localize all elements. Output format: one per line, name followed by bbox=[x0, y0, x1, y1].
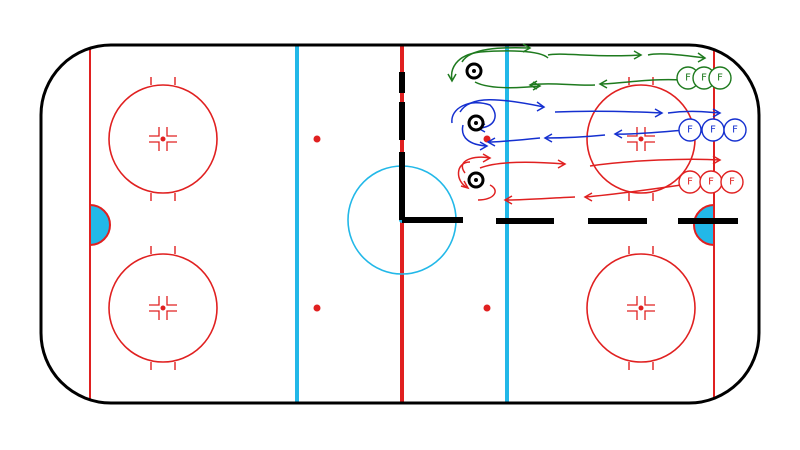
goal-crease-right bbox=[693, 203, 715, 247]
faceoff-circle bbox=[108, 246, 218, 370]
faceoff-dot-icon bbox=[638, 136, 644, 142]
player-label: F bbox=[685, 73, 691, 84]
faceoff-dot-icon bbox=[160, 136, 166, 142]
player-label: F bbox=[687, 177, 693, 188]
route-group-red bbox=[457, 153, 722, 205]
faceoff-dot-icon bbox=[313, 135, 321, 143]
player-label: F bbox=[729, 177, 735, 188]
puck-icon bbox=[465, 62, 483, 80]
faceoff-dot-icon bbox=[483, 304, 491, 312]
goal-crease-left bbox=[89, 203, 111, 247]
faceoff-circle bbox=[586, 246, 696, 370]
player-marker: F bbox=[699, 170, 723, 194]
player-label: F bbox=[710, 125, 716, 136]
puck-icon bbox=[467, 171, 485, 189]
rink-boards bbox=[39, 43, 761, 405]
drill-barrier-lines bbox=[399, 72, 738, 224]
player-marker: F bbox=[720, 170, 744, 194]
player-marker: F bbox=[708, 66, 732, 90]
route-group-green bbox=[447, 43, 707, 91]
faceoff-circle bbox=[108, 77, 218, 201]
player-label: F bbox=[708, 177, 714, 188]
player-label: F bbox=[687, 125, 693, 136]
route-group-blue bbox=[451, 99, 722, 151]
faceoff-dot-icon bbox=[160, 305, 166, 311]
puck-icon bbox=[467, 114, 485, 132]
player-marker: F bbox=[678, 170, 702, 194]
faceoff-dot-icon bbox=[638, 305, 644, 311]
player-label: F bbox=[701, 73, 707, 84]
player-marker: F bbox=[701, 118, 725, 142]
faceoff-dot-icon bbox=[313, 304, 321, 312]
player-label: F bbox=[717, 73, 723, 84]
player-marker: F bbox=[678, 118, 702, 142]
player-marker: F bbox=[723, 118, 747, 142]
player-label: F bbox=[732, 125, 738, 136]
